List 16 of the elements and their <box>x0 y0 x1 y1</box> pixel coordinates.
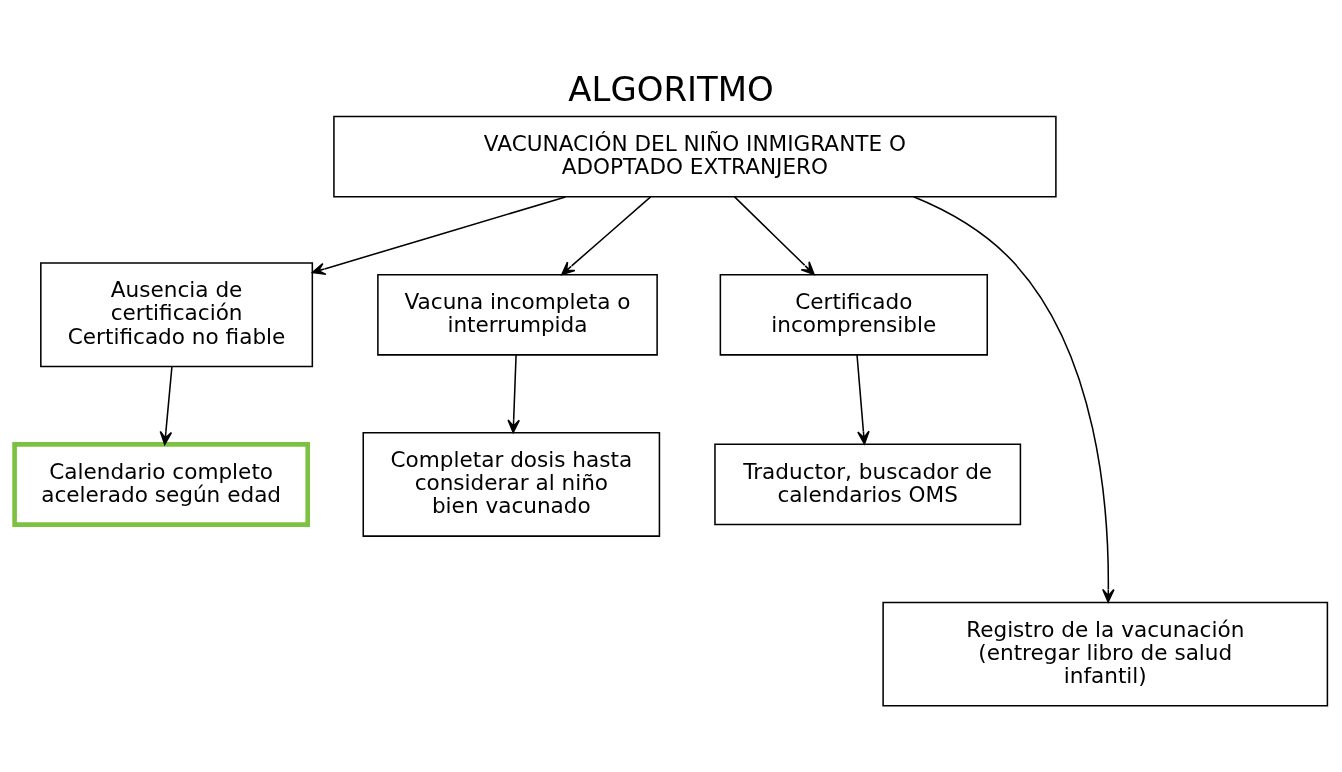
node-box: Certificado incomprensible <box>719 273 988 356</box>
node-box: Registro de la vacunación (entregar libro de salud infantil) <box>882 601 1329 707</box>
arrow <box>912 195 1115 603</box>
node-box: Traductor, buscador de calendarios OMS <box>714 443 1022 525</box>
node-box: VACUNACIÓN DEL NIÑO INMIGRANTE O ADOPTADO EXTRANJERO <box>333 115 1057 197</box>
arrow <box>733 195 815 275</box>
arrow <box>311 195 567 275</box>
arrow <box>561 195 652 275</box>
diagram-title: ALGORITMO <box>568 68 774 108</box>
arrow <box>856 353 870 445</box>
node-box: Vacuna incompleta o interrumpida <box>377 273 658 356</box>
node-box: Ausencia de certificación Certificado no fiable <box>40 261 314 367</box>
arrow <box>159 365 173 445</box>
arrow <box>507 353 520 433</box>
node-box: Completar dosis hasta considerar al niño bien vacunado <box>362 431 661 537</box>
node-box: Calendario completo acelerado según edad <box>12 441 310 527</box>
